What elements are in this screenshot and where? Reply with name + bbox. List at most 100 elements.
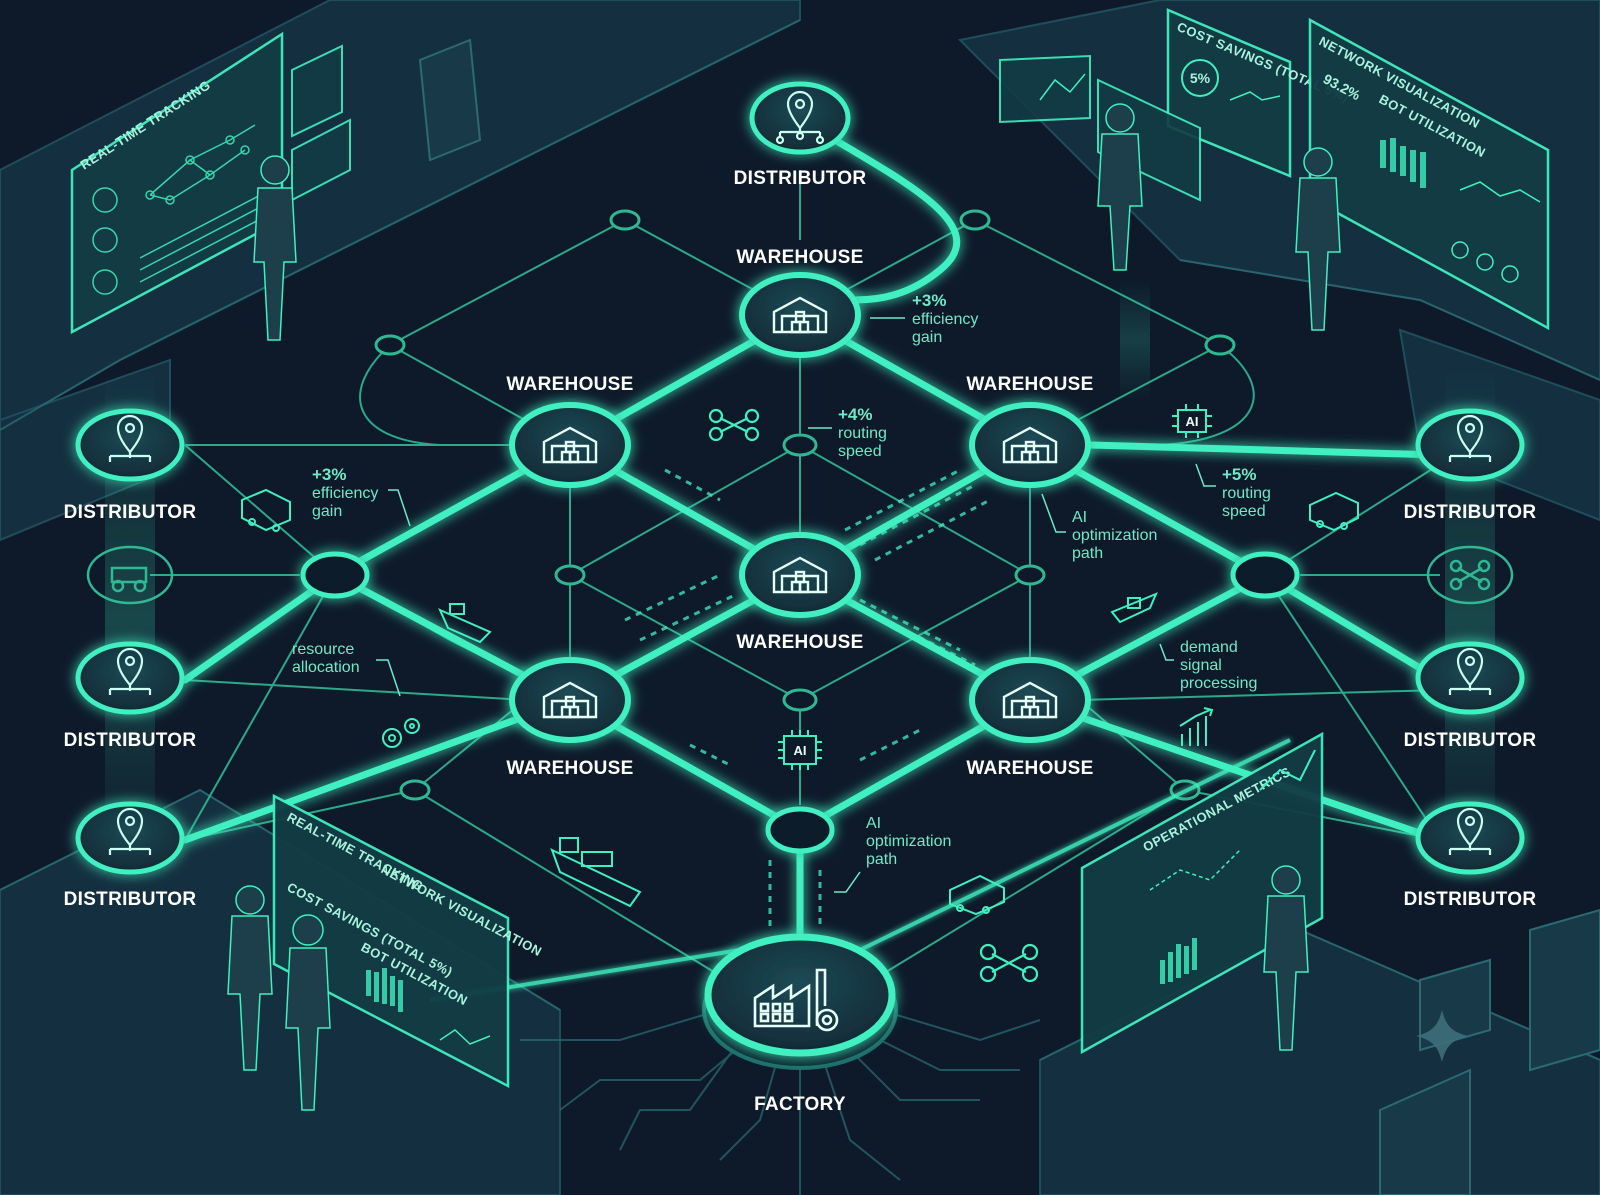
node-label: WAREHOUSE bbox=[506, 758, 633, 779]
node-label: DISTRIBUTOR bbox=[64, 502, 197, 523]
drone-icon bbox=[979, 943, 1039, 983]
node-distributor-right-1[interactable]: DISTRIBUTOR bbox=[1404, 408, 1537, 523]
annotation-routing-center: +4% routing speed bbox=[808, 405, 887, 460]
node-label: DISTRIBUTOR bbox=[1404, 730, 1537, 751]
node-label: WAREHOUSE bbox=[736, 632, 863, 653]
svg-text:path: path bbox=[1072, 545, 1103, 562]
junction-rings bbox=[374, 209, 1236, 801]
node-distributor-left-3[interactable]: DISTRIBUTOR bbox=[64, 801, 197, 910]
node-warehouse-bottom-right[interactable]: WAREHOUSE bbox=[966, 657, 1093, 779]
tractor-icon bbox=[86, 545, 174, 605]
ai-chip-label: AI bbox=[1186, 414, 1199, 429]
node-factory[interactable]: FACTORY bbox=[702, 933, 898, 1115]
annotation-ai-path-bottom: AI optimization path bbox=[834, 815, 951, 893]
location-pin-icon bbox=[1448, 647, 1492, 695]
node-distributor-right-2[interactable]: DISTRIBUTOR bbox=[1404, 641, 1537, 751]
annotation-efficiency-top: +3% efficiency gain bbox=[870, 291, 978, 346]
warehouse-icon bbox=[542, 681, 598, 719]
svg-text:+4%: +4% bbox=[838, 405, 873, 424]
svg-text:resource: resource bbox=[292, 641, 354, 658]
location-pin-icon bbox=[108, 647, 152, 695]
location-pin-icon bbox=[108, 414, 152, 462]
node-distributor-top[interactable]: DISTRIBUTOR bbox=[734, 81, 867, 189]
operator-figure bbox=[1295, 147, 1341, 331]
svg-text:processing: processing bbox=[1180, 675, 1257, 692]
node-warehouse-bottom-left[interactable]: WAREHOUSE bbox=[506, 657, 633, 779]
annotation-ai-path-right: AI optimization path bbox=[1041, 493, 1157, 562]
machinery bbox=[418, 38, 1600, 1195]
node-label: DISTRIBUTOR bbox=[1404, 889, 1537, 910]
warehouse-icon bbox=[542, 426, 598, 464]
node-distributor-right-3[interactable]: DISTRIBUTOR bbox=[1404, 801, 1537, 910]
svg-text:speed: speed bbox=[1222, 503, 1266, 520]
node-label: DISTRIBUTOR bbox=[1404, 502, 1537, 523]
annotation-routing-right: +5% routing speed bbox=[1195, 463, 1271, 520]
svg-text:routing: routing bbox=[1222, 485, 1271, 502]
drone-icon bbox=[1426, 545, 1514, 605]
node-label: WAREHOUSE bbox=[966, 758, 1093, 779]
truck-icon bbox=[1309, 491, 1359, 532]
svg-text:5%: 5% bbox=[1190, 70, 1211, 86]
drone-icon bbox=[708, 408, 760, 442]
svg-text:+5%: +5% bbox=[1222, 465, 1257, 484]
location-pin-icon bbox=[1448, 807, 1492, 855]
operator-figures bbox=[227, 103, 1341, 1111]
warehouse-icon bbox=[1002, 426, 1058, 464]
truck-icon bbox=[241, 488, 291, 532]
operator-figure bbox=[285, 914, 331, 1111]
growth-chart-icon bbox=[1179, 707, 1214, 746]
panel-top-left-small bbox=[291, 44, 351, 202]
svg-text:speed: speed bbox=[838, 443, 882, 460]
ship-icon bbox=[438, 603, 492, 644]
node-warehouse-right[interactable]: WAREHOUSE bbox=[966, 374, 1093, 488]
node-label: DISTRIBUTOR bbox=[64, 730, 197, 751]
svg-text:signal: signal bbox=[1180, 657, 1222, 674]
svg-text:AI: AI bbox=[866, 815, 881, 832]
location-pin-icon bbox=[775, 90, 825, 145]
svg-text:routing: routing bbox=[838, 425, 887, 442]
node-label: FACTORY bbox=[754, 1094, 846, 1115]
warehouse-icon bbox=[1002, 681, 1058, 719]
svg-text:AI: AI bbox=[1072, 509, 1087, 526]
node-distributor-left-1[interactable]: DISTRIBUTOR bbox=[64, 408, 197, 523]
ship-icon bbox=[1110, 592, 1158, 624]
node-distributor-left-2[interactable]: DISTRIBUTOR bbox=[64, 641, 197, 751]
svg-text:+3%: +3% bbox=[312, 465, 347, 484]
ai-chip-center: AI bbox=[778, 730, 822, 770]
warehouse-icon bbox=[772, 556, 828, 594]
svg-text:gain: gain bbox=[312, 503, 342, 520]
factory-icon bbox=[753, 968, 839, 1032]
svg-text:efficiency: efficiency bbox=[912, 311, 978, 328]
gears-icon bbox=[382, 718, 420, 748]
node-label: DISTRIBUTOR bbox=[64, 889, 197, 910]
svg-text:optimization: optimization bbox=[866, 833, 951, 850]
truck-icon bbox=[949, 874, 1005, 916]
warehouse-icon bbox=[772, 296, 828, 334]
node-warehouse-center[interactable]: WAREHOUSE bbox=[736, 532, 863, 653]
node-label: WAREHOUSE bbox=[506, 374, 633, 395]
operator-figure bbox=[1097, 103, 1143, 271]
svg-text:path: path bbox=[866, 851, 897, 868]
svg-text:gain: gain bbox=[912, 329, 942, 346]
operator-figure bbox=[227, 885, 273, 1071]
circuit-traces bbox=[520, 1009, 1041, 1195]
node-label: DISTRIBUTOR bbox=[734, 168, 867, 189]
sparkle-icon bbox=[1416, 1010, 1468, 1062]
location-pin-icon bbox=[1448, 414, 1492, 462]
annotation-demand: demand signal processing bbox=[1159, 639, 1257, 692]
svg-text:+3%: +3% bbox=[912, 291, 947, 310]
operator-figure bbox=[253, 155, 297, 341]
node-warehouse-top[interactable]: WAREHOUSE bbox=[736, 247, 863, 358]
annotation-resource: resource allocation bbox=[292, 641, 401, 697]
ai-chip-label: AI bbox=[794, 743, 807, 758]
svg-text:optimization: optimization bbox=[1072, 527, 1157, 544]
ai-chip-right: AI bbox=[1172, 404, 1212, 438]
svg-text:demand: demand bbox=[1180, 639, 1238, 656]
annotation-efficiency-left: +3% efficiency gain bbox=[312, 465, 411, 527]
location-pin-icon bbox=[108, 807, 152, 855]
node-label: WAREHOUSE bbox=[736, 247, 863, 268]
data-streams bbox=[624, 468, 991, 930]
node-label: WAREHOUSE bbox=[966, 374, 1093, 395]
node-warehouse-left[interactable]: WAREHOUSE bbox=[506, 374, 633, 488]
